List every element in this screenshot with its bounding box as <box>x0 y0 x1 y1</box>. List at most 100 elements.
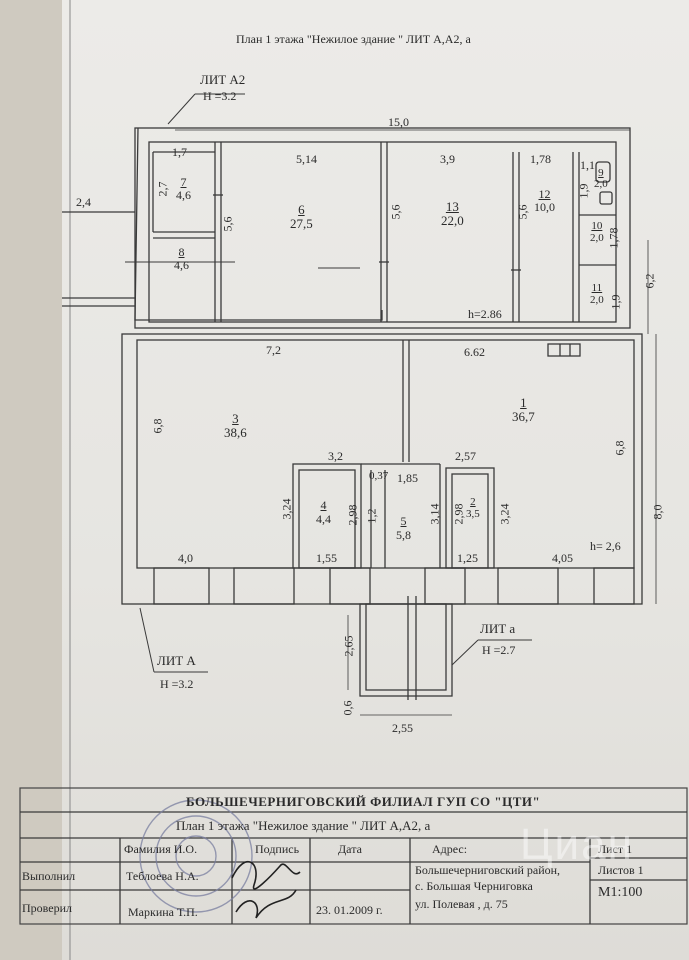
room-area: 2,0 <box>590 294 604 306</box>
dim-r1-side: 6,8 <box>612 440 627 456</box>
dim-r9-side: 1,9 <box>576 183 591 199</box>
address-line-1: Большечерниговский район, <box>415 863 561 877</box>
dim-top-total: 15,0 <box>388 115 409 129</box>
room-area: 4,6 <box>174 258 189 272</box>
dim-r12-top: 1,78 <box>530 152 551 166</box>
date-value: 23. 01.2009 г. <box>316 903 383 917</box>
dim-r2-a: 2,98 <box>451 503 466 525</box>
room-12: 12 10,0 <box>534 188 555 214</box>
performed-name: Теблоева Н.А. <box>126 869 199 883</box>
dim-r6-top: 5,14 <box>296 152 317 166</box>
room-number: 9 <box>598 167 604 179</box>
dim-corridor-185: 1,85 <box>397 471 418 485</box>
dim-r1-top: 6.62 <box>464 345 485 359</box>
room-area: 27,5 <box>290 216 313 231</box>
room-area: 10,0 <box>534 200 555 214</box>
lit-a2-label: ЛИТ А2 <box>200 72 246 87</box>
room-area: 22,0 <box>441 213 464 228</box>
address-line-3: ул. Полевая , д. 75 <box>415 897 508 911</box>
dim-r1-bottom: 4,05 <box>552 551 573 565</box>
dim-corridor-12: 1,2 <box>364 508 379 524</box>
watermark: Циан <box>520 820 634 869</box>
sheets-count: Листов 1 <box>598 863 644 877</box>
wall-a2-left <box>134 127 383 321</box>
dim-r7-top: 1,7 <box>172 145 187 159</box>
room-11: 11 2,0 <box>590 282 604 306</box>
room-area: 3,5 <box>466 508 480 520</box>
dim-r6-side: 5,6 <box>388 204 403 220</box>
dim-r2-bottom: 1,25 <box>457 551 478 565</box>
dim-r4-top: 3,2 <box>328 449 343 463</box>
checked-label: Проверил <box>22 901 72 915</box>
room-number: 3 <box>232 411 239 426</box>
room-number: 1 <box>520 395 527 410</box>
room-2: 2 3,5 <box>466 496 480 520</box>
stamp-seal <box>139 799 253 913</box>
room-number: 11 <box>591 282 603 294</box>
room-7: 7 4,6 <box>176 176 191 202</box>
lit-a-label: ЛИТ А <box>157 653 196 668</box>
sheet-number: Лист 1 <box>598 842 633 856</box>
room-6: 6 27,5 <box>290 203 313 231</box>
address-line-2: с. Большая Черниговка <box>415 879 533 893</box>
dim-porch-width: 2,55 <box>392 721 413 735</box>
dim-left-ext: 2,4 <box>76 195 91 209</box>
performed-label: Выполнил <box>22 869 76 883</box>
room-area: 2,0 <box>594 178 608 190</box>
col-surname: Фамилия И.О. <box>124 842 198 856</box>
room-10: 10 2,0 <box>590 220 604 244</box>
paper-sheet <box>62 0 689 960</box>
lit-a-small-label: ЛИТ а <box>480 621 516 636</box>
dim-right-total: 8,0 <box>650 504 665 520</box>
dim-porch-side: 2,65 <box>341 635 356 657</box>
dim-corridor-037: 0,37 <box>369 470 389 482</box>
lit-a2-height: Н =3.2 <box>203 89 237 103</box>
dim-right-a2: 6,2 <box>642 273 657 289</box>
dim-r3-side: 6,8 <box>150 418 165 434</box>
dim-r13-top: 3,9 <box>440 152 455 166</box>
col-address: Адрес: <box>432 842 468 856</box>
dim-r4-b: 2,98 <box>345 504 360 526</box>
room-number: 6 <box>298 202 305 217</box>
room-1: 1 36,7 <box>512 396 535 424</box>
col-signature: Подпись <box>255 842 300 856</box>
lit-a-small-height: Н =2.7 <box>482 643 516 657</box>
col-date: Дата <box>338 842 362 856</box>
room-area: 4,4 <box>316 512 331 526</box>
room-3: 3 38,6 <box>224 412 247 440</box>
room-area: 4,6 <box>176 188 191 202</box>
wall-a2-outer <box>134 127 631 329</box>
wall-a2-inner <box>148 141 617 323</box>
dim-porch-06: 0,6 <box>340 700 355 716</box>
height-main: h= 2,6 <box>590 539 621 553</box>
room-area: 5,8 <box>396 528 411 542</box>
plan-title: План 1 этажа "Нежилое здание " ЛИТ А,А2,… <box>236 32 471 46</box>
title-block-sheet-title: План 1 этажа "Нежилое здание " ЛИТ А,А2,… <box>176 818 431 833</box>
room-number: 13 <box>445 199 459 214</box>
room-8: 8 4,6 <box>174 246 189 272</box>
room-number: 2 <box>470 496 476 508</box>
dim-r4-a: 3,24 <box>279 498 294 520</box>
signature-drawing <box>231 861 301 919</box>
scale: М1:100 <box>598 885 643 900</box>
dim-r3-bottom: 4,0 <box>178 551 193 565</box>
room-area: 38,6 <box>224 425 247 440</box>
room-number: 12 <box>538 187 551 201</box>
room-5: 5 5,8 <box>396 514 411 542</box>
dim-r12-side: 5,6 <box>515 204 530 220</box>
dim-r2-top: 2,57 <box>455 449 476 463</box>
dim-r7-inner: 5,6 <box>220 216 235 232</box>
dim-r2-b: 3,24 <box>497 503 512 525</box>
room-number: 4 <box>320 498 327 512</box>
room-area: 2,0 <box>590 232 604 244</box>
dim-r4-bottom: 1,55 <box>316 551 337 565</box>
room-9: 9 2,0 <box>594 168 608 190</box>
checked-name: Маркина Т.П. <box>128 905 198 919</box>
dim-r3-top: 7,2 <box>266 343 281 357</box>
title-block-org: БОЛЬШЕЧЕРНИГОВСКИЙ ФИЛИАЛ ГУП СО "ЦТИ" <box>186 794 541 809</box>
dim-r9-top: 1,1 <box>580 158 595 172</box>
dim-corridor-314: 3,14 <box>427 503 442 525</box>
room-area: 36,7 <box>512 409 535 424</box>
dim-r10-side: 1,78 <box>606 227 621 249</box>
